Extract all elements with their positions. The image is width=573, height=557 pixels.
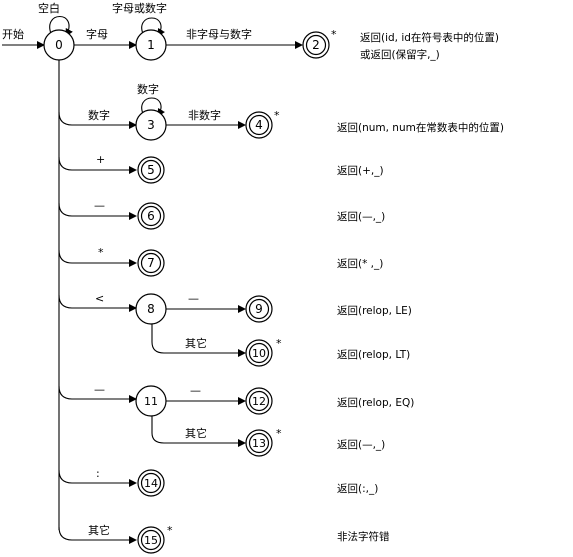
state-11: 11 xyxy=(135,385,167,417)
return-13: 返回(—,_) xyxy=(337,439,385,451)
star-label: * xyxy=(98,246,104,259)
edge-0-5 xyxy=(58,156,137,174)
svg-text:0: 0 xyxy=(55,38,63,52)
svg-text:15: 15 xyxy=(144,534,158,547)
state-1: 1 xyxy=(135,29,167,61)
return-4: 返回(num, num在常数表中的位置) xyxy=(337,121,504,134)
asterisk-10: * xyxy=(276,337,282,350)
svg-text:5: 5 xyxy=(147,163,155,177)
letter-or-digit-label: 字母或数字 xyxy=(112,1,167,15)
minus-label: — xyxy=(94,199,105,212)
state-6-final: 6 xyxy=(137,202,165,230)
state-2-final: 2 xyxy=(302,31,330,59)
state-15-final: 15 xyxy=(137,526,165,554)
svg-text:14: 14 xyxy=(144,477,158,490)
svg-text:4: 4 xyxy=(255,118,263,132)
non-letter-digit-label: 非字母与数字 xyxy=(186,27,252,41)
plus-label: + xyxy=(96,153,105,166)
state-7-final: 7 xyxy=(137,249,165,277)
eq1-label: — xyxy=(188,292,199,305)
return-14: 返回(:,_) xyxy=(337,483,378,495)
return-5: 返回(+,_) xyxy=(337,165,384,177)
state-9-final: 9 xyxy=(245,295,273,323)
letter-label: 字母 xyxy=(86,27,108,41)
eq-start-label: — xyxy=(94,383,105,396)
state-13-final: 13 xyxy=(245,429,273,457)
svg-text:6: 6 xyxy=(147,209,155,223)
state-4-final: 4 xyxy=(245,111,273,139)
state-3: 3 xyxy=(135,109,167,141)
svg-text:8: 8 xyxy=(147,302,155,316)
asterisk-4: * xyxy=(274,109,280,122)
state-10-final: 10 xyxy=(245,339,273,367)
edge-0-6 xyxy=(58,202,137,220)
non-digit-label: 非数字 xyxy=(188,108,221,122)
svg-text:3: 3 xyxy=(147,118,155,132)
other-label: 其它 xyxy=(88,523,110,537)
edge-0-8 xyxy=(58,294,137,312)
blank-label: 空白 xyxy=(38,1,60,15)
asterisk-15: * xyxy=(167,524,173,537)
return-7: 返回(* ,_) xyxy=(337,258,383,270)
return-2a: 返回(id, id在符号表中的位置) xyxy=(360,31,499,44)
svg-text:12: 12 xyxy=(252,395,266,408)
state-8: 8 xyxy=(135,293,167,325)
svg-text:13: 13 xyxy=(252,437,266,450)
svg-text:7: 7 xyxy=(147,256,155,270)
state-5-final: 5 xyxy=(137,156,165,184)
svg-text:9: 9 xyxy=(255,302,263,316)
start-label: 开始 xyxy=(2,27,24,41)
return-6: 返回(—,_) xyxy=(337,211,385,223)
return-10: 返回(relop, LT) xyxy=(337,349,410,361)
return-2b: 或返回(保留字,_) xyxy=(360,48,440,61)
svg-text:11: 11 xyxy=(144,395,158,408)
asterisk-13: * xyxy=(276,427,282,440)
colon-label: : xyxy=(96,467,100,480)
edge-0-15 xyxy=(58,526,137,544)
edge-0-14 xyxy=(58,469,137,487)
other2-label: 其它 xyxy=(185,426,207,440)
other1-label: 其它 xyxy=(185,336,207,350)
svg-text:10: 10 xyxy=(252,347,266,360)
edge-0-11 xyxy=(58,385,137,403)
state-14-final: 14 xyxy=(137,469,165,497)
lt-label: < xyxy=(95,292,104,305)
svg-text:2: 2 xyxy=(312,38,320,52)
state-12-final: 12 xyxy=(245,387,273,415)
svg-text:1: 1 xyxy=(147,38,155,52)
asterisk-2: * xyxy=(331,28,337,41)
digit-label: 数字 xyxy=(88,108,110,122)
edge-0-7 xyxy=(58,249,137,267)
state-0: 0 xyxy=(43,29,75,61)
eq2-label: — xyxy=(190,384,201,397)
edge-8-10 xyxy=(151,324,246,357)
return-15: 非法字符错 xyxy=(337,530,390,543)
return-12: 返回(relop, EQ) xyxy=(337,397,414,409)
blank-loop xyxy=(49,15,73,37)
edge-11-13 xyxy=(151,416,246,447)
digit-loop xyxy=(141,97,165,117)
edge-0-3 xyxy=(58,111,137,129)
digit-loop-label: 数字 xyxy=(137,82,159,96)
letter-digit-loop xyxy=(141,17,165,37)
return-9: 返回(relop, LE) xyxy=(337,305,412,317)
